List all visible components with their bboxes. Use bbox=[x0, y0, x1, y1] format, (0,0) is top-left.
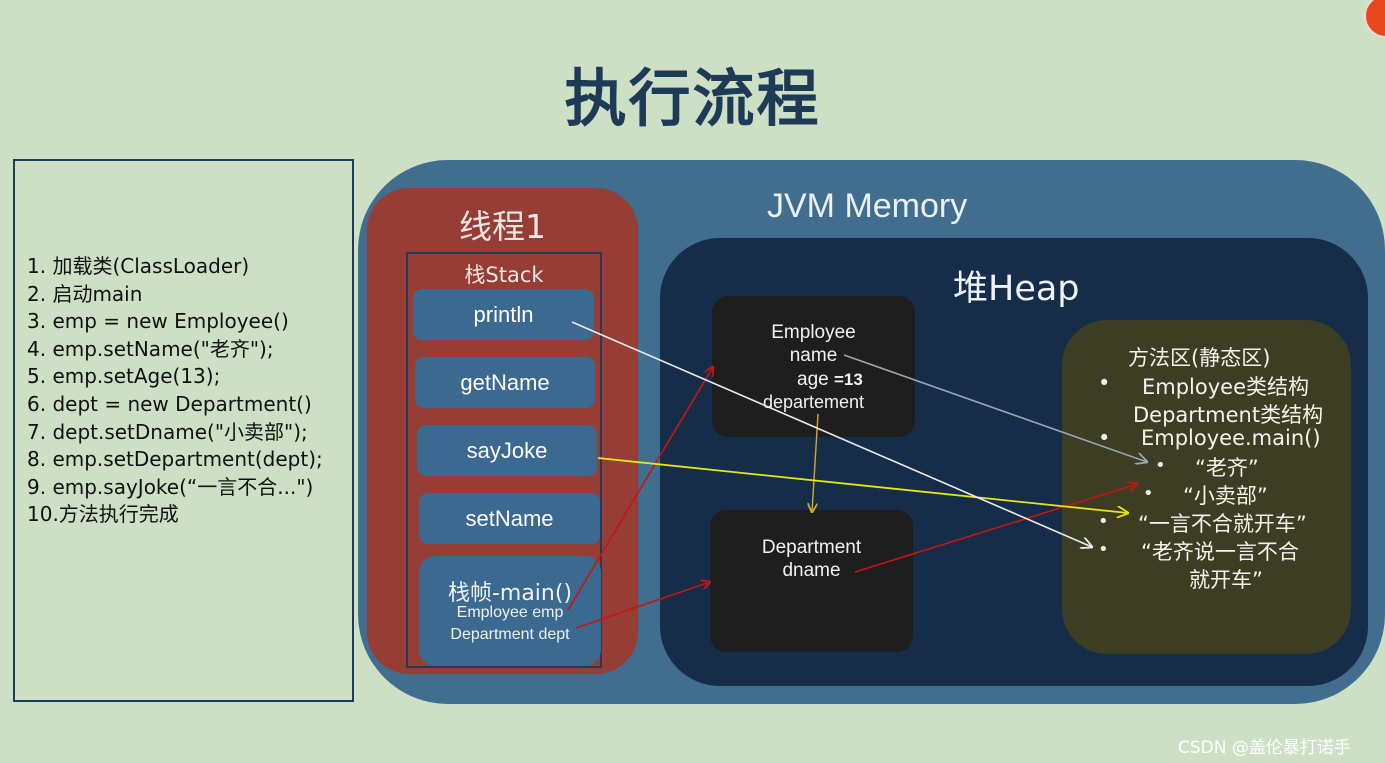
stack-frame-println: println bbox=[413, 289, 594, 340]
main-frame-title: 栈帧-main() bbox=[447, 581, 573, 606]
page-title: 执行流程 bbox=[564, 62, 821, 135]
step-item: 7. dept.setDname("小卖部"); bbox=[27, 419, 308, 444]
bullet-icon: • bbox=[1098, 371, 1111, 395]
arrow-dept-to-department bbox=[575, 582, 710, 629]
bullet-icon: • bbox=[1155, 455, 1166, 476]
employee-department-field: departement bbox=[762, 392, 865, 412]
method-area-region bbox=[1062, 320, 1351, 654]
arrow-departement-to-department bbox=[812, 413, 819, 512]
employee-name-field: name bbox=[789, 345, 838, 366]
method-area-item: “老齐” bbox=[1195, 456, 1259, 480]
jvm-memory-label: JVM Memory bbox=[767, 187, 968, 225]
method-area-item: “老齐说一言不合 bbox=[1141, 540, 1299, 564]
step-item: 9. emp.sayJoke(“一言不合...") bbox=[27, 474, 314, 499]
stack-frame-sayjoke: sayJoke bbox=[417, 425, 597, 476]
watermark: CSDN @盖伦暴打诺手 bbox=[1178, 738, 1351, 758]
method-area-item: “一言不合就开车” bbox=[1138, 512, 1307, 536]
bullet-icon: • bbox=[1143, 483, 1154, 504]
employee-object bbox=[712, 296, 915, 437]
department-dname-field: dname bbox=[782, 560, 841, 581]
method-area-item: Department类结构 bbox=[1133, 403, 1324, 427]
employee-age-field: age =13 bbox=[797, 369, 863, 391]
main-var-dept: Department dept bbox=[450, 626, 570, 643]
method-area-item: Employee类结构 bbox=[1142, 375, 1310, 399]
step-item: 4. emp.setName("老齐"); bbox=[27, 336, 274, 361]
step-item: 3. emp = new Employee() bbox=[27, 309, 289, 334]
step-item: 8. emp.setDepartment(dept); bbox=[27, 447, 323, 472]
method-area-item: “小卖部” bbox=[1183, 484, 1268, 508]
step-item: 2. 启动main bbox=[27, 281, 143, 306]
thread-label: 线程1 bbox=[459, 207, 546, 246]
stack-region bbox=[406, 252, 602, 668]
arrow-emp-to-employee bbox=[567, 367, 713, 611]
department-object bbox=[710, 510, 913, 652]
stack-frame-setname: setName bbox=[419, 493, 600, 544]
arrow-println-to-string bbox=[571, 321, 1092, 547]
employee-age-label: age bbox=[797, 369, 829, 390]
stack-label: 栈Stack bbox=[464, 263, 544, 287]
step-item: 6. dept = new Department() bbox=[27, 391, 312, 416]
method-area-item: Employee.main() bbox=[1141, 426, 1321, 450]
department-class-label: Department bbox=[761, 537, 862, 558]
bullet-icon: • bbox=[1098, 511, 1109, 532]
step-item: 1. 加载类(ClassLoader) bbox=[27, 254, 250, 278]
arrow-dname-to-string bbox=[854, 484, 1137, 573]
bullet-icon: • bbox=[1098, 539, 1109, 560]
steps-list: 1. 加载类(ClassLoader) 2. 启动main 3. emp = n… bbox=[27, 253, 323, 529]
stack-frame-getname: getName bbox=[415, 357, 595, 408]
method-area-title: 方法区(静态区) bbox=[1128, 346, 1271, 370]
method-area-item: 就开车” bbox=[1189, 568, 1263, 592]
step-item: 10.方法执行完成 bbox=[27, 502, 179, 527]
bullet-icon: • bbox=[1098, 426, 1111, 450]
steps-panel bbox=[13, 159, 354, 702]
employee-age-value: =13 bbox=[833, 370, 863, 389]
employee-class-label: Employee bbox=[771, 322, 856, 343]
arrow-sayjoke-to-string bbox=[597, 457, 1128, 513]
main-var-emp: Employee emp bbox=[456, 604, 564, 621]
heap-label: 堆Heap bbox=[953, 269, 1080, 309]
arrow-name-to-string bbox=[843, 354, 1147, 462]
step-item: 5. emp.setAge(13); bbox=[27, 364, 221, 389]
stack-frame-main bbox=[419, 556, 601, 666]
